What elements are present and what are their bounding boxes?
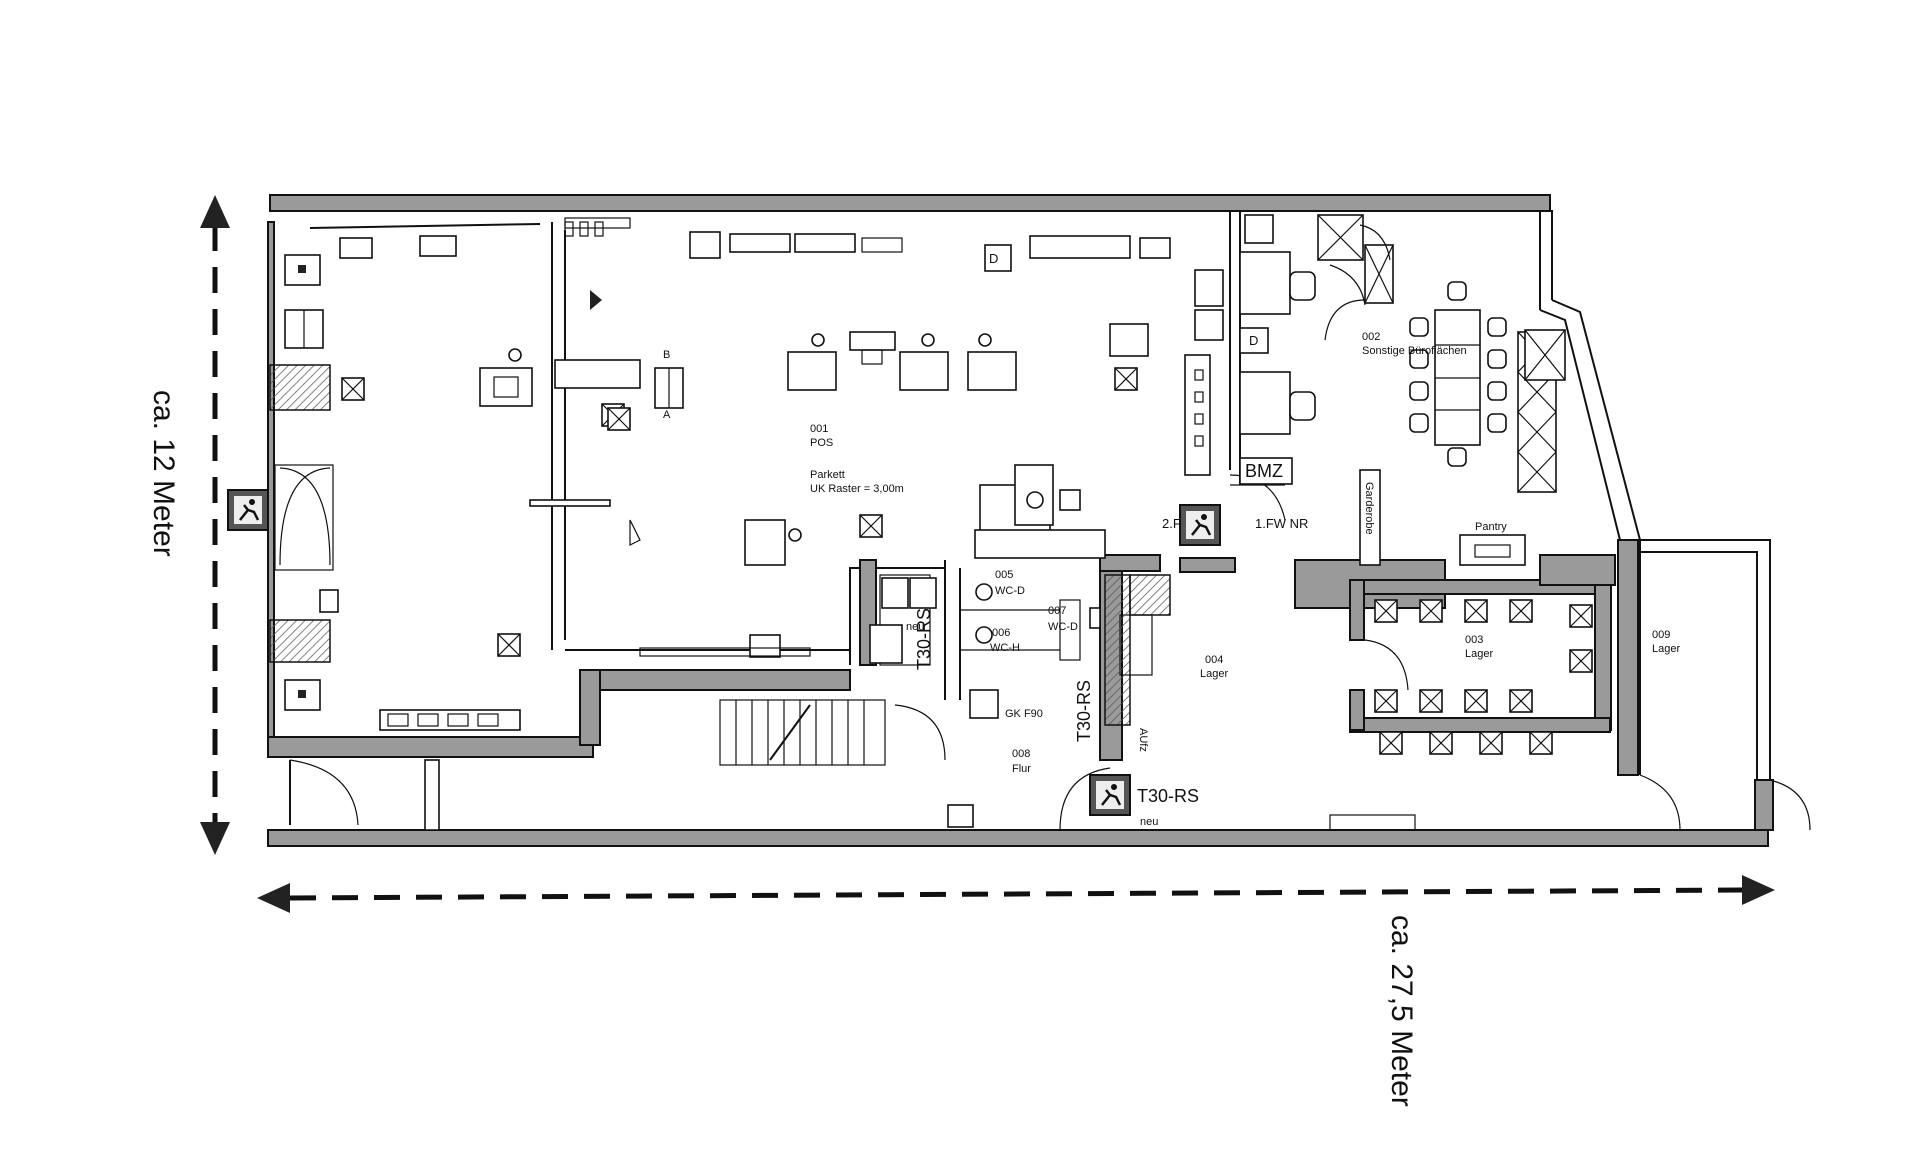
room-002-name: Sonstige Büroflächen <box>1362 345 1467 357</box>
door-t30-mid: T30-RS <box>1074 680 1094 742</box>
stairs-and-wc <box>719 568 1416 831</box>
width-dimension-label: ca. 27,5 Meter <box>1385 915 1418 1107</box>
room-009-number: 009 <box>1652 629 1670 641</box>
room-001-name: POS <box>810 437 833 449</box>
pantry-label: Pantry <box>1475 521 1507 533</box>
gk-f90-label: GK F90 <box>1005 708 1043 720</box>
floor-note-raster: UK Raster = 3,00m <box>810 483 904 495</box>
emergency-exit-icon <box>1088 773 1132 817</box>
floor-note-parkett: Parkett <box>810 469 845 481</box>
room-008-name: Flur <box>1012 763 1031 775</box>
room-002-number: 002 <box>1362 331 1380 343</box>
fw-1-label: 1.FW NR <box>1255 516 1308 531</box>
fw-2-label: 2.F <box>1162 516 1181 531</box>
bmz-box <box>1239 457 1293 485</box>
room-005-number: 005 <box>995 569 1013 581</box>
door-t30-bottom: T30-RS <box>1137 786 1199 806</box>
garderobe-label: Garderobe <box>1363 482 1375 535</box>
outer-walls <box>267 194 1774 847</box>
room-004-name: Lager <box>1200 668 1228 680</box>
pos-room-fixtures <box>564 217 1224 658</box>
room-008-number: 008 <box>1012 748 1030 760</box>
room-003-name: Lager <box>1465 648 1493 660</box>
room-003-number: 003 <box>1465 634 1483 646</box>
bmz-label: BMZ <box>1245 461 1283 481</box>
neu-label-door: neu <box>1140 816 1158 828</box>
neu-label-wc: neu <box>906 621 924 633</box>
room-004-number: 004 <box>1205 654 1223 666</box>
room-labels: 001 POS Parkett UK Raster = 3,00m 002 So… <box>663 251 1680 828</box>
office-area <box>1229 214 1566 566</box>
room-007-name: WC-D <box>1048 621 1078 633</box>
height-dimension-arrow <box>200 195 230 855</box>
emergency-exit-icon <box>1178 503 1222 547</box>
door-t30-left: T30-RS <box>914 608 934 670</box>
left-room-fixtures <box>269 223 625 831</box>
d-symbol-2: D <box>1249 333 1258 348</box>
height-dimension-label: ca. 12 Meter <box>147 390 180 557</box>
marker-a: A <box>663 409 671 421</box>
aufzug-label: AUfz <box>1137 728 1149 752</box>
marker-b: B <box>663 349 670 361</box>
lager-shelves <box>1364 599 1811 831</box>
width-dimension-arrow <box>257 875 1775 913</box>
emergency-exit-icon <box>226 488 270 532</box>
room-005-name: WC-D <box>995 585 1025 597</box>
room-006-number: 006 <box>992 627 1010 639</box>
room-007-number: 007 <box>1048 605 1066 617</box>
room-001-number: 001 <box>810 423 828 435</box>
room-009-name: Lager <box>1652 643 1680 655</box>
d-symbol-1: D <box>989 251 998 266</box>
room-006-name: WC-H <box>990 642 1020 654</box>
